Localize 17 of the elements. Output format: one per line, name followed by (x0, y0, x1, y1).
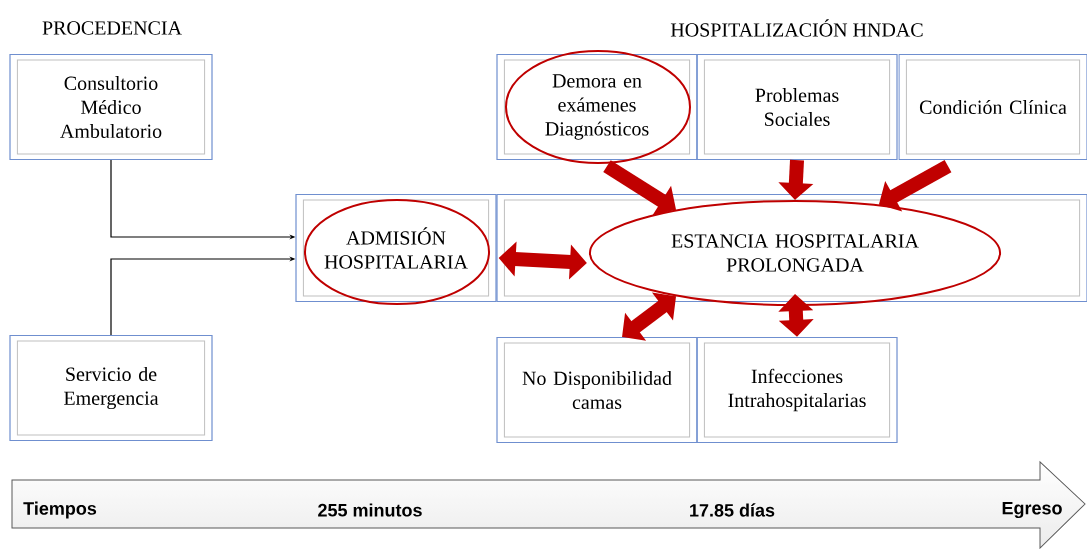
timeline-label: 255 minutos (318, 503, 422, 517)
section-heading: HOSPITALIZACIÓN HNDAC (670, 19, 923, 37)
process-box: Problemas Sociales (696, 53, 898, 161)
process-box: No Disponibilidad camas (496, 336, 698, 444)
process-box: ADMISIÓN HOSPITALARIA (295, 193, 497, 305)
timeline-label: Egreso (1002, 501, 1062, 519)
process-box: Condición Clínica (898, 53, 1087, 161)
section-heading: PROCEDENCIA (42, 21, 182, 35)
timeline-label: 17.85 días (690, 503, 775, 517)
process-box: Servicio de Emergencia (9, 334, 213, 442)
band-box (496, 193, 1087, 303)
process-box: Consultorio Médico Ambulatorio (9, 53, 213, 161)
process-box: Infecciones Intrahospitalarias (696, 336, 898, 444)
process-box: Demora en exámenes Diagnósticos (496, 50, 698, 164)
timeline-label: Tiempos (23, 501, 97, 519)
ellipse-node: ESTANCIA HOSPITALARIA PROLONGADA (588, 200, 1002, 306)
block-arrow (778, 294, 814, 337)
